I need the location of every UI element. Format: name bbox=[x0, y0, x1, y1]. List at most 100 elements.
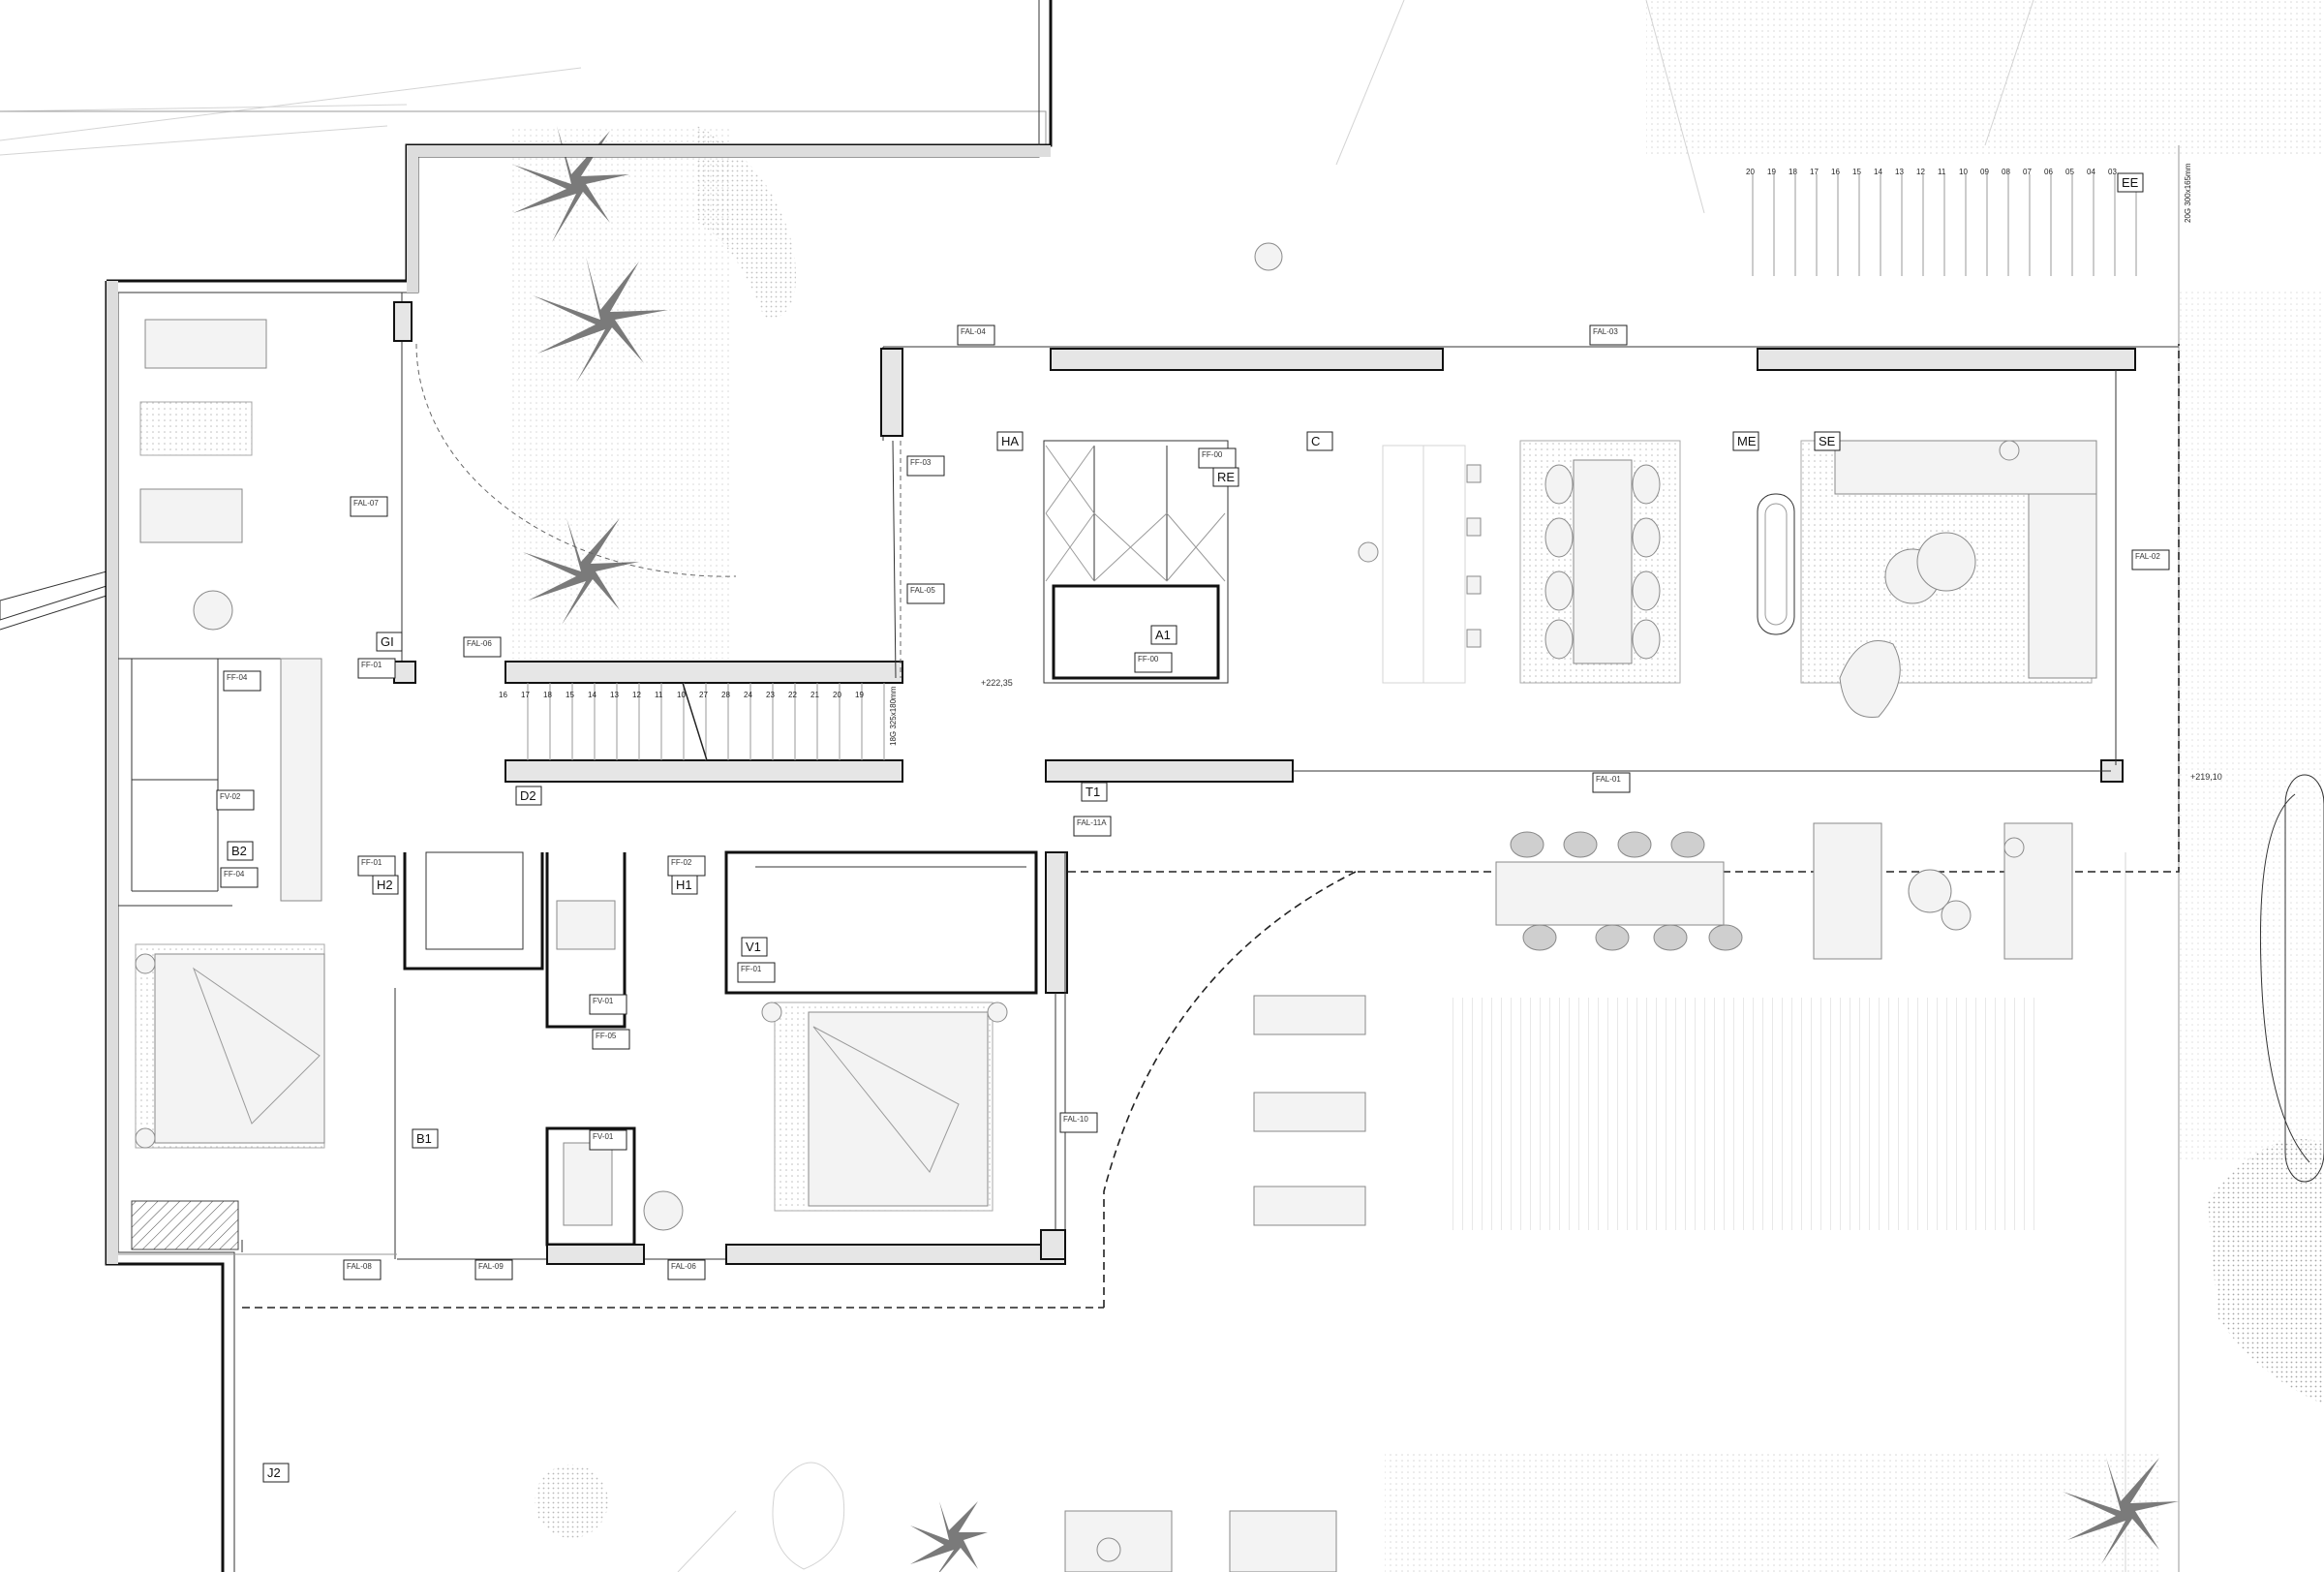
interior-level: +222,35 bbox=[981, 678, 1013, 688]
element-tag-box bbox=[589, 994, 627, 1015]
room-tag-box bbox=[1150, 625, 1177, 645]
element-tag-fal07_left: FAL-07 bbox=[353, 499, 379, 508]
element-tag-box bbox=[906, 583, 945, 604]
element-tag-box bbox=[737, 962, 776, 983]
room-label-h2: H2 bbox=[377, 878, 393, 892]
element-tag-box bbox=[1589, 324, 1628, 346]
ext-stair-number: 17 bbox=[1810, 168, 1819, 176]
stair-number: 13 bbox=[610, 691, 619, 699]
stair-number: 10 bbox=[677, 691, 686, 699]
exterior-level: +219,10 bbox=[2190, 772, 2222, 782]
room-label-ha: HA bbox=[1001, 434, 1019, 448]
element-tag-fal09: FAL-09 bbox=[478, 1262, 504, 1271]
element-tag-ff00a: FF-00 bbox=[1202, 450, 1223, 459]
ext-stair-number: 04 bbox=[2087, 168, 2095, 176]
element-tag-fal03: FAL-03 bbox=[1593, 327, 1618, 336]
element-tag-fal11a: FAL-11A bbox=[1077, 818, 1107, 827]
ext-stair-number: 14 bbox=[1874, 168, 1882, 176]
element-tag-box bbox=[220, 867, 259, 888]
element-tag-ff05: FF-05 bbox=[596, 1032, 617, 1040]
stair-number: 21 bbox=[810, 691, 819, 699]
room-label-re: RE bbox=[1217, 470, 1235, 484]
element-tag-box bbox=[1592, 772, 1631, 793]
room-label-v1: V1 bbox=[746, 940, 761, 954]
element-tag-box bbox=[667, 1259, 706, 1280]
stair-number: 17 bbox=[521, 691, 530, 699]
element-tag-ff00b: FF-00 bbox=[1138, 655, 1159, 663]
element-tag-ff02: FF-02 bbox=[671, 858, 692, 867]
element-tag-box bbox=[957, 324, 995, 346]
element-tag-fal04: FAL-04 bbox=[961, 327, 986, 336]
room-tag-box bbox=[996, 431, 1024, 451]
element-tag-ff01a: FF-01 bbox=[361, 661, 382, 669]
room-label-c: C bbox=[1311, 434, 1320, 448]
room-label-d2: D2 bbox=[520, 788, 536, 803]
element-tag-box bbox=[357, 855, 396, 877]
element-tag-ff04: FF-04 bbox=[227, 673, 248, 682]
room-tag-box bbox=[1081, 782, 1108, 802]
element-tag-box bbox=[1073, 816, 1112, 837]
room-tag-box bbox=[515, 786, 542, 806]
room-label-b1: B1 bbox=[416, 1131, 432, 1146]
element-tag-fal01: FAL-01 bbox=[1596, 775, 1621, 784]
ext-stair-number: 20 bbox=[1746, 168, 1755, 176]
ext-stair-number: 07 bbox=[2023, 168, 2032, 176]
stair-label: 18G 325x180mm bbox=[889, 686, 898, 746]
element-tag-box bbox=[463, 636, 502, 658]
stair-number: 24 bbox=[744, 691, 752, 699]
room-label-h1: H1 bbox=[676, 878, 692, 892]
ext-stair-number: 10 bbox=[1959, 168, 1968, 176]
ext-stair-number: 03 bbox=[2108, 168, 2117, 176]
stair-number: 11 bbox=[655, 691, 663, 699]
element-tag-fv01a: FV-01 bbox=[593, 997, 614, 1005]
stair-number: 27 bbox=[699, 691, 708, 699]
room-tag-box bbox=[2117, 172, 2144, 193]
element-tag-box bbox=[592, 1029, 630, 1050]
stair-number: 16 bbox=[499, 691, 507, 699]
element-tag-fal10: FAL-10 bbox=[1063, 1115, 1088, 1124]
element-tag-box bbox=[2131, 549, 2170, 570]
ext-stair-number: 05 bbox=[2065, 168, 2074, 176]
room-tag-box bbox=[741, 937, 768, 957]
element-tag-ff01c: FF-01 bbox=[741, 965, 762, 973]
ext-stair-number: 12 bbox=[1916, 168, 1925, 176]
element-tag-fal06b: FAL-06 bbox=[671, 1262, 696, 1271]
room-label-t1: T1 bbox=[1086, 785, 1100, 799]
ext-stair-number: 08 bbox=[2002, 168, 2010, 176]
element-tag-box bbox=[667, 855, 706, 877]
element-tag-fal02: FAL-02 bbox=[2135, 552, 2160, 561]
people-figures bbox=[1096, 242, 2025, 1562]
room-label-ee: EE bbox=[2122, 175, 2139, 190]
room-label-se: SE bbox=[1819, 434, 1836, 448]
room-tag-box bbox=[412, 1128, 439, 1149]
ext-stair-number: 19 bbox=[1767, 168, 1776, 176]
stair-number: 28 bbox=[721, 691, 730, 699]
terrace bbox=[242, 174, 2180, 1309]
element-tag-fal08: FAL-08 bbox=[347, 1262, 372, 1271]
stair-number: 19 bbox=[855, 691, 864, 699]
room-label-b2: B2 bbox=[231, 844, 247, 858]
element-tag-box bbox=[223, 670, 261, 692]
stair-number: 22 bbox=[788, 691, 797, 699]
building-walls bbox=[105, 0, 2179, 1572]
element-tag-box bbox=[1059, 1112, 1098, 1133]
stair-number: 14 bbox=[588, 691, 596, 699]
ext-stair-number: 09 bbox=[1980, 168, 1989, 176]
ext-stair-number: 18 bbox=[1789, 168, 1797, 176]
ext-stair-label: 20G 300x165mm bbox=[2184, 163, 2192, 223]
element-tag-box bbox=[474, 1259, 513, 1280]
element-tag-ff04b: FF-04 bbox=[224, 870, 245, 878]
element-tag-box bbox=[1134, 652, 1173, 673]
room-label-a1: A1 bbox=[1155, 628, 1171, 642]
room-label-me: ME bbox=[1737, 434, 1757, 448]
stair-number: 15 bbox=[566, 691, 574, 699]
ext-stair-number: 06 bbox=[2044, 168, 2053, 176]
room-tag-box bbox=[1732, 431, 1759, 451]
element-tag-fal05: FAL-05 bbox=[910, 586, 935, 595]
element-tag-ff01b: FF-01 bbox=[361, 858, 382, 867]
element-tag-fv02: FV-02 bbox=[220, 792, 241, 801]
element-tag-box bbox=[589, 1129, 627, 1151]
